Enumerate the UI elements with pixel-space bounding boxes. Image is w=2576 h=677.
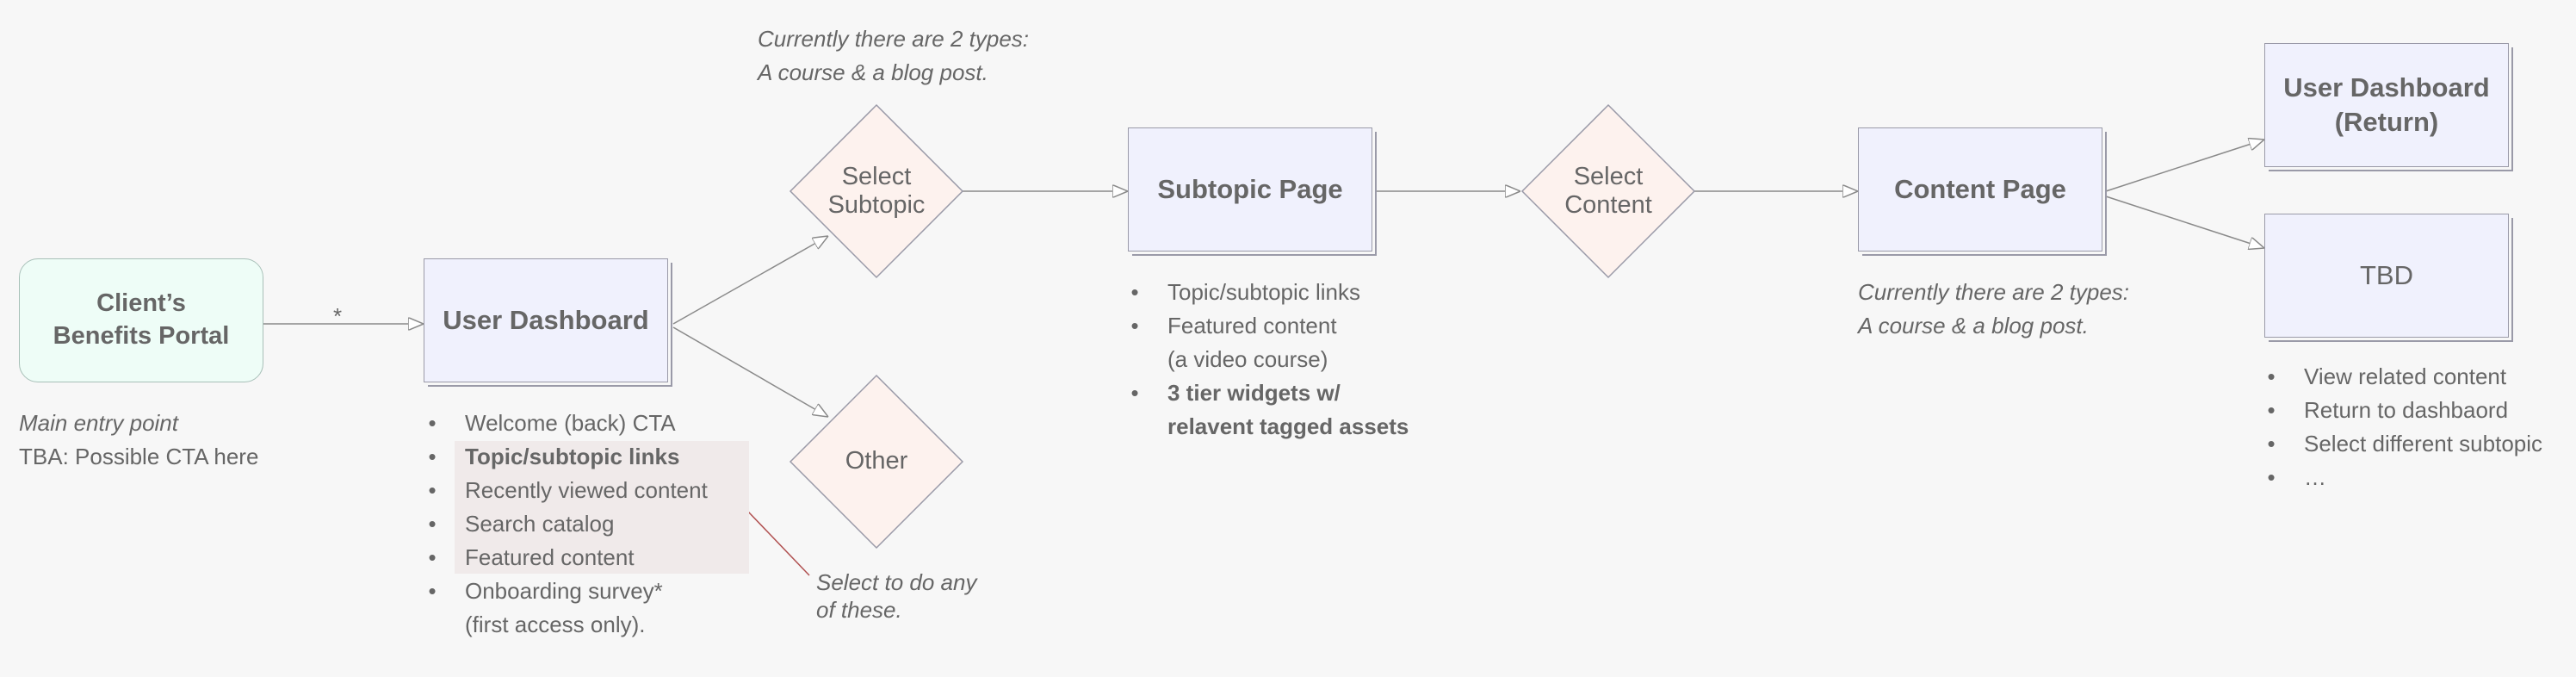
node-user-dashboard[interactable]: User Dashboard <box>424 258 668 382</box>
bullet-icon: • <box>2267 431 2276 457</box>
edge-dashboard-to-select-subtopic <box>672 236 828 325</box>
bullet-icon: • <box>428 410 437 436</box>
node-tbd[interactable]: TBD <box>2264 214 2509 338</box>
decision-other[interactable] <box>789 374 964 550</box>
node-content-page[interactable]: Content Page <box>1858 127 2102 252</box>
bullet-icon: • <box>428 477 437 503</box>
node-user-dashboard-return[interactable]: User Dashboard (Return) <box>2264 43 2509 167</box>
decision-select-subtopic[interactable] <box>789 103 964 279</box>
select-content-label: Select Content <box>1564 162 1652 219</box>
tbd-feature-list: •View related content •Return to dashbao… <box>2263 360 2542 494</box>
bullet-icon: • <box>428 578 437 604</box>
bullet-icon: • <box>1130 380 1139 406</box>
other-label: Other <box>845 447 908 475</box>
node-clients-benefits-portal-label: Client’s Benefits Portal <box>53 289 230 350</box>
decision-select-content[interactable] <box>1520 103 1696 279</box>
bullet-icon: • <box>2267 363 2276 389</box>
bullet-icon: • <box>428 544 437 570</box>
bullet-icon: • <box>2267 464 2276 490</box>
edge-dashboard-to-other <box>672 326 828 417</box>
list-item: •Search catalog <box>424 507 708 541</box>
list-item: •Topic/subtopic links <box>424 440 708 474</box>
node-user-dashboard-label: User Dashboard <box>443 304 649 335</box>
bullet-icon: • <box>1130 313 1139 338</box>
bullet-icon: • <box>1130 279 1139 305</box>
list-item: •Featured content (a video course) <box>1126 309 1409 376</box>
list-item: •Welcome (back) CTA <box>424 407 708 440</box>
grouped-items-highlight <box>455 441 749 574</box>
edge-content-page-to-tbd <box>2105 196 2264 248</box>
list-item: •Onboarding survey* (first access only). <box>424 575 708 642</box>
select-subtopic-label: Select Subtopic <box>827 162 926 219</box>
node-clients-benefits-portal[interactable]: Client’s Benefits Portal <box>19 258 263 382</box>
bullet-icon: • <box>2267 397 2276 423</box>
group-bracket-leader <box>747 511 810 576</box>
portal-note-tba: TBA: Possible CTA here <box>19 444 259 469</box>
select-any-note-line1: Select to do any <box>816 569 977 595</box>
edge-star-label: * <box>333 303 343 329</box>
types-note-top: Currently there are 2 types: A course & … <box>758 22 1029 90</box>
types-note-mid-line1: Currently there are 2 types: <box>1858 279 2130 305</box>
node-content-page-label: Content Page <box>1894 173 2066 204</box>
dashboard-feature-list: •Welcome (back) CTA •Topic/subtopic link… <box>424 407 708 642</box>
bullet-icon: • <box>428 444 437 469</box>
list-item: •Select different subtopic <box>2263 427 2542 461</box>
portal-note: Main entry point TBA: Possible CTA here <box>19 407 258 474</box>
node-user-dashboard-return-label: User Dashboard (Return) <box>2283 71 2490 137</box>
node-subtopic-page[interactable]: Subtopic Page <box>1128 127 1372 252</box>
select-any-note: Select to do any of these. <box>816 568 976 624</box>
types-note-top-line2: A course & a blog post. <box>758 59 988 85</box>
list-item: •Featured content <box>424 541 708 575</box>
subtopic-feature-list: •Topic/subtopic links •Featured content … <box>1126 276 1409 444</box>
types-note-mid-line2: A course & a blog post. <box>1858 313 2089 338</box>
portal-note-entry: Main entry point <box>19 410 178 436</box>
list-item: •View related content <box>2263 360 2542 394</box>
list-item: •3 tier widgets w/ relavent tagged asset… <box>1126 376 1409 444</box>
bullet-icon: • <box>428 511 437 537</box>
list-item: •Recently viewed content <box>424 474 707 507</box>
list-item: •… <box>2263 461 2542 494</box>
edge-content-page-to-dashboard-return <box>2105 140 2264 192</box>
list-item: •Topic/subtopic links <box>1126 276 1409 309</box>
node-subtopic-page-label: Subtopic Page <box>1157 173 1343 204</box>
types-note-mid: Currently there are 2 types: A course & … <box>1858 276 2129 343</box>
select-any-note-line2: of these. <box>816 597 902 623</box>
types-note-top-line1: Currently there are 2 types: <box>758 26 1030 52</box>
list-item: •Return to dashbaord <box>2263 394 2542 427</box>
node-tbd-label: TBD <box>2360 259 2413 290</box>
